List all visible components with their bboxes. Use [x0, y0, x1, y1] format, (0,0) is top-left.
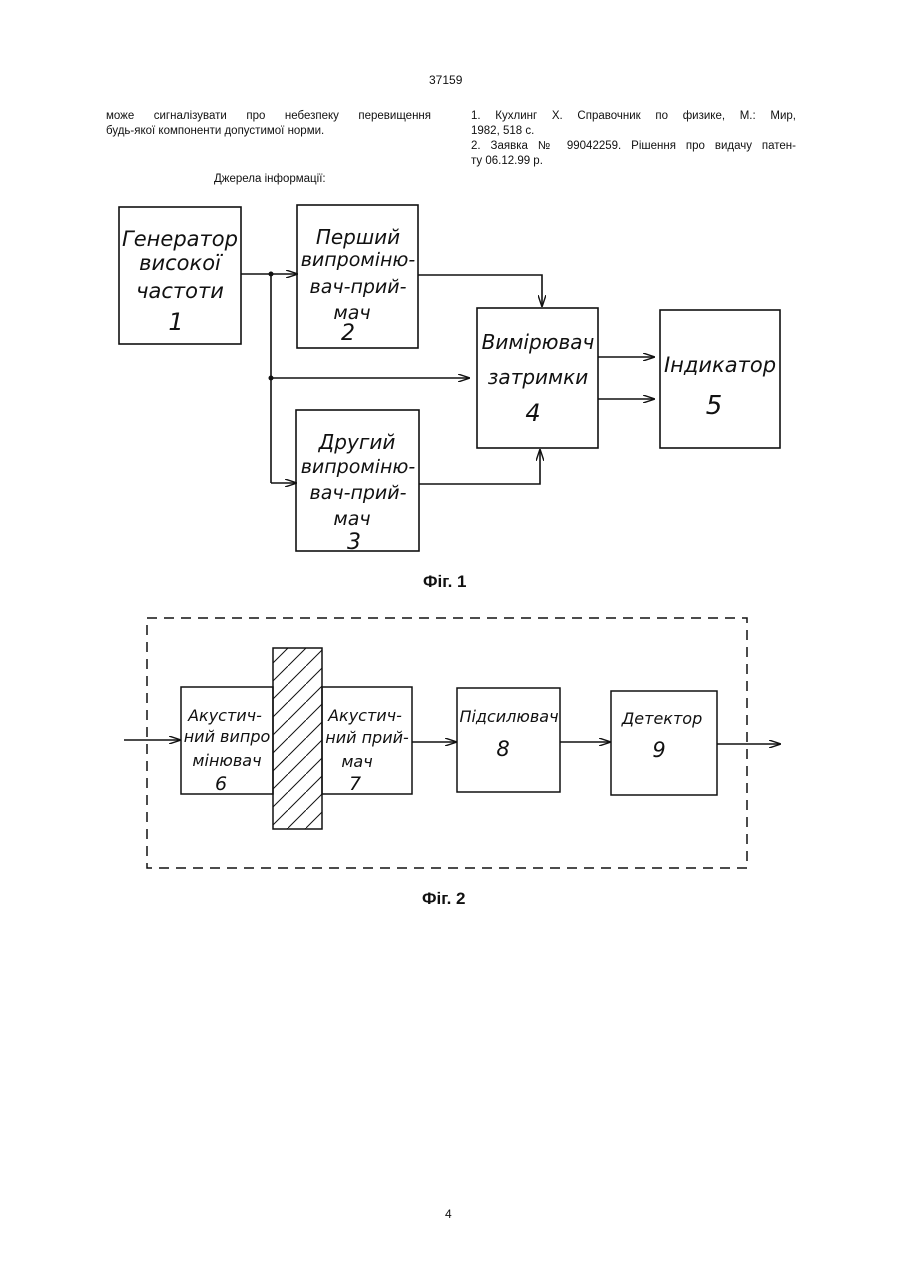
fig1-block2-line3: вач-прий-: [310, 276, 407, 298]
fig1-block4-number: 4: [525, 399, 540, 427]
fig2-block7-line3: мач: [341, 752, 372, 771]
fig1-block3-line4: мач: [333, 508, 370, 530]
fig1-block5-number: 5: [706, 391, 723, 421]
fig1-block3-number: 3: [347, 530, 361, 555]
fig2-hatched-medium: [273, 648, 322, 829]
fig2-block6-line2: ний випро: [184, 727, 271, 746]
fig2-block7-line1: Акустич-: [327, 706, 402, 725]
fig2-block7-number: 7: [349, 773, 361, 795]
fig1-block1-line1: Генератор: [122, 227, 238, 251]
fig1-block3-line2: випроміню-: [301, 456, 416, 478]
page-footer-number: 4: [445, 1207, 452, 1221]
fig2-block9-number: 9: [652, 738, 665, 762]
figure-2-caption: Фіг. 2: [422, 889, 466, 909]
fig2-block9-line1: Детектор: [621, 709, 702, 728]
fig2-block6-line1: Акустич-: [187, 706, 262, 725]
fig1-block5-line1: Індикатор: [664, 353, 776, 377]
fig1-block2-line1: Перший: [316, 225, 400, 249]
fig1-block3-line1: Другий: [318, 430, 396, 454]
fig2-block8-line1: Підсилювач: [459, 707, 558, 726]
fig1-block-indicator: [660, 310, 780, 448]
fig1-block4-line2: затримки: [488, 365, 588, 389]
fig1-block2-line2: випроміню-: [301, 249, 416, 271]
fig1-block4-line1: Вимірювач: [482, 330, 595, 354]
fig2-block6-number: 6: [215, 773, 227, 795]
fig2-block7-line2: ний прий-: [325, 728, 409, 747]
fig2-block6-line3: мінювач: [192, 751, 261, 770]
figure-1-caption: Фіг. 1: [423, 572, 467, 592]
fig1-block1-line2: високої: [139, 251, 224, 275]
fig1-block2-number: 2: [341, 321, 355, 346]
fig1-block1-line3: частоти: [136, 279, 224, 303]
fig1-block1-number: 1: [168, 308, 183, 336]
fig1-block3-line3: вач-прий-: [310, 482, 407, 504]
fig2-block8-number: 8: [496, 737, 509, 761]
